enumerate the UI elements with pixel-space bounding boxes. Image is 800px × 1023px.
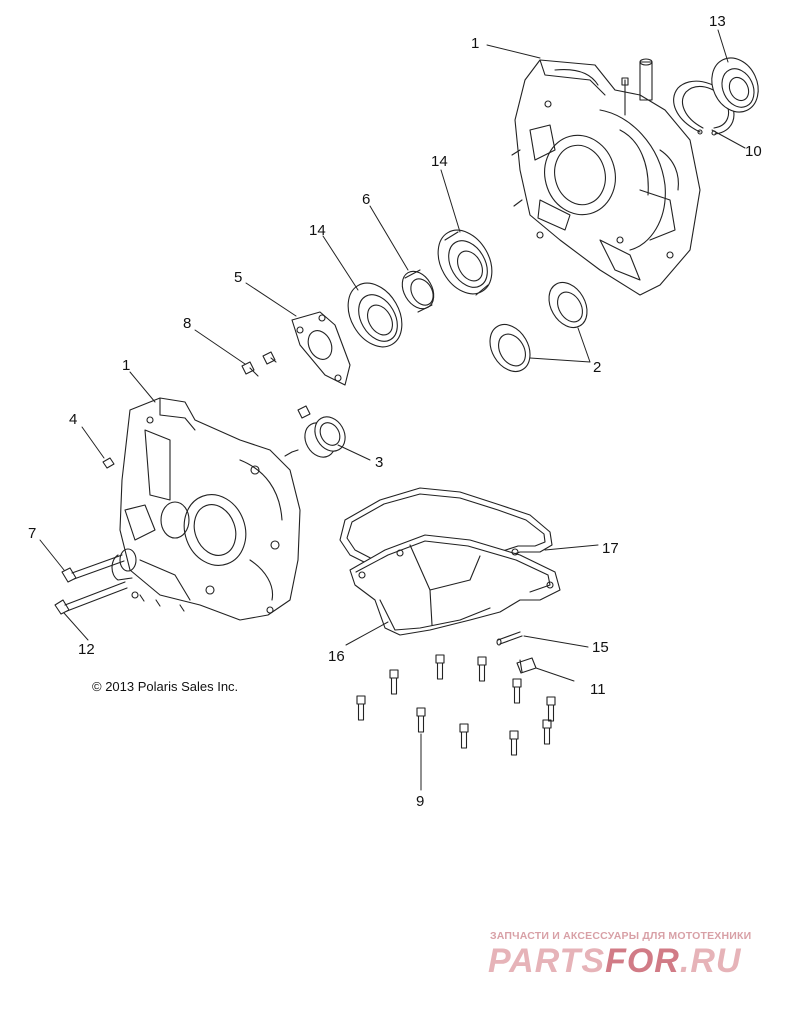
- callout-8: 8: [183, 315, 191, 332]
- oil-seal: [711, 57, 759, 113]
- callout-4: 4: [69, 411, 77, 428]
- needle-bearing: [401, 269, 435, 313]
- callout-3: 3: [375, 454, 383, 471]
- watermark-tagline: ЗАПЧАСТИ И АКСЕССУАРЫ ДЛЯ МОТОТЕХНИКИ: [490, 930, 752, 942]
- oil-pan: [349, 534, 561, 636]
- snap-ring: [673, 80, 735, 136]
- callout-1-left: 1: [122, 357, 130, 374]
- callout-17: 17: [602, 540, 619, 557]
- callout-12: 12: [78, 641, 95, 658]
- callout-13: 13: [709, 13, 726, 30]
- copyright-notice: © 2013 Polaris Sales Inc.: [92, 679, 239, 694]
- callout-10: 10: [745, 143, 762, 160]
- watermark-logo-part3: .RU: [679, 942, 742, 980]
- callout-7: 7: [28, 525, 36, 542]
- right-crankcase-half: [511, 58, 701, 296]
- long-bolts: [54, 554, 128, 615]
- drain-plug: [516, 657, 537, 674]
- callout-1-right: 1: [471, 35, 479, 52]
- ball-bearing-upper: [437, 229, 493, 296]
- callout-5: 5: [234, 269, 242, 286]
- callout-16: 16: [328, 648, 345, 665]
- watermark-logo-part1: PARTS: [488, 942, 606, 980]
- leader-lines: [39, 29, 746, 791]
- callout-9: 9: [416, 793, 424, 810]
- oil-pan-bolts: [356, 654, 556, 756]
- crank-seal: [304, 416, 346, 458]
- watermark-logo: PARTSFOR.RU: [488, 942, 741, 981]
- callout-14-lower: 14: [309, 222, 326, 239]
- callout-15: 15: [592, 639, 609, 656]
- watermark-logo-part2: FOR: [605, 942, 680, 980]
- callout-11: 11: [590, 681, 606, 698]
- bearing-pair: [489, 281, 588, 372]
- small-screws: [241, 351, 277, 377]
- ball-bearing-lower: [347, 282, 403, 348]
- dowel-pin: [102, 405, 311, 469]
- left-crankcase-half: [111, 397, 301, 621]
- callout-labels: 1 13 10 14 6 14 5 8 2 1 4 3 7 17 12 15 1…: [28, 13, 762, 810]
- callout-14-upper: 14: [431, 153, 448, 170]
- dowel-pin-15: [496, 631, 523, 646]
- callout-6: 6: [362, 191, 370, 208]
- flange-gasket: [291, 311, 351, 386]
- callout-2: 2: [593, 359, 601, 376]
